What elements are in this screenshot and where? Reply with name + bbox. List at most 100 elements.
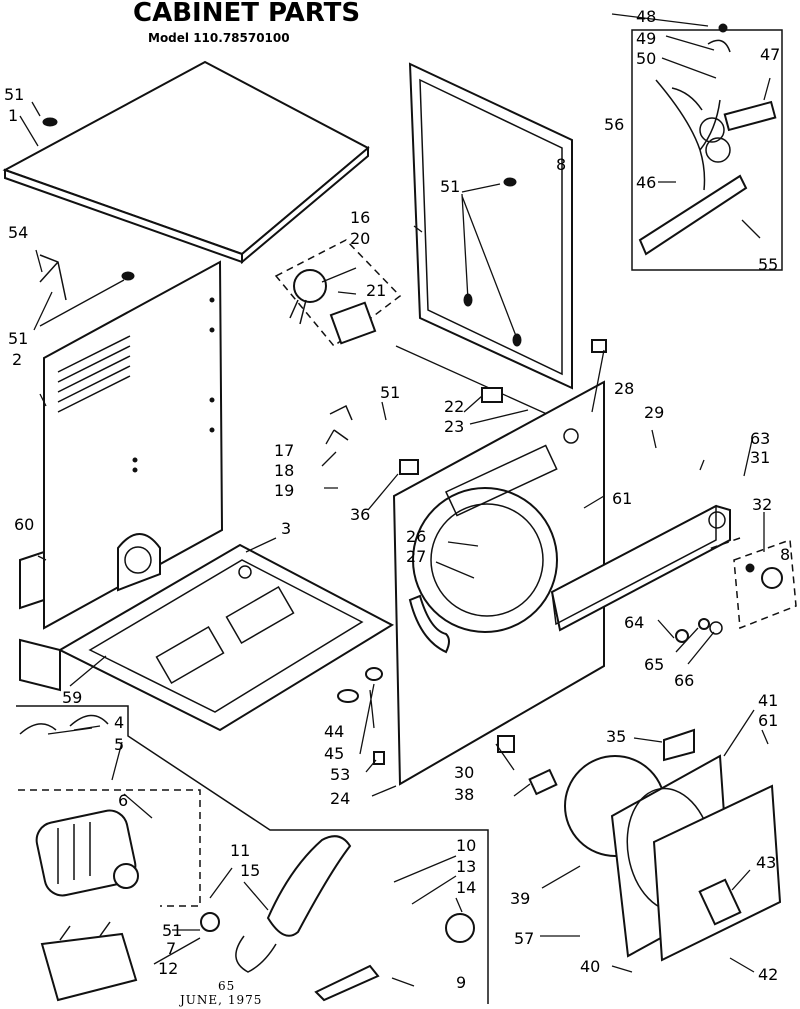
part-label: 16 bbox=[350, 208, 370, 227]
leveling-leg-icon bbox=[365, 667, 383, 681]
side-panel bbox=[43, 260, 224, 630]
bracket-icon bbox=[481, 387, 503, 403]
part-label: 40 bbox=[580, 957, 600, 976]
part-label: 63 bbox=[750, 429, 770, 448]
part-label: 6 bbox=[118, 791, 128, 810]
issue-date: JUNE, 1975 bbox=[178, 993, 262, 1007]
part-label: 31 bbox=[750, 448, 770, 467]
part-label: 22 bbox=[444, 397, 464, 416]
part-label: 41 bbox=[758, 691, 778, 710]
bracket-icon bbox=[663, 728, 695, 762]
switch-icon bbox=[497, 735, 515, 753]
part-label: 7 bbox=[166, 939, 176, 958]
part-label: 44 bbox=[324, 722, 344, 741]
toe-plate bbox=[19, 550, 61, 692]
part-label: 8 bbox=[556, 155, 566, 174]
power-cord-inset bbox=[631, 23, 783, 271]
part-label: 28 bbox=[614, 379, 634, 398]
idler-pulley-icon bbox=[445, 913, 475, 943]
part-label: 12 bbox=[158, 959, 178, 978]
screw-icon bbox=[503, 177, 517, 187]
switch-icon bbox=[528, 768, 558, 796]
part-label: 56 bbox=[604, 115, 624, 134]
spacer-icon bbox=[373, 751, 385, 765]
hinge-icon bbox=[591, 339, 607, 353]
part-label: 59 bbox=[62, 688, 82, 707]
date-code: 65 bbox=[218, 979, 235, 993]
part-label: 27 bbox=[406, 547, 426, 566]
part-label: 20 bbox=[350, 229, 370, 248]
part-label: 46 bbox=[636, 173, 656, 192]
drive-belt bbox=[235, 835, 352, 973]
part-label: 66 bbox=[674, 671, 694, 690]
part-label: 19 bbox=[274, 481, 294, 500]
part-label: 23 bbox=[444, 417, 464, 436]
screw-icon bbox=[121, 271, 135, 281]
part-label: 29 bbox=[644, 403, 664, 422]
part-label: 14 bbox=[456, 878, 476, 897]
part-label: 1 bbox=[8, 106, 18, 125]
part-label: 50 bbox=[636, 49, 656, 68]
nut-icon bbox=[675, 629, 689, 643]
part-label: 38 bbox=[454, 785, 474, 804]
part-label: 54 bbox=[8, 223, 28, 242]
part-label: 30 bbox=[454, 763, 474, 782]
clip-icon bbox=[39, 254, 67, 301]
motor-mount-icon bbox=[40, 921, 138, 1002]
top-panel bbox=[2, 60, 370, 265]
back-panel bbox=[408, 62, 573, 390]
clip-icon bbox=[329, 404, 353, 441]
idler-arm-icon bbox=[314, 964, 380, 1002]
motor-inset bbox=[16, 705, 489, 1004]
part-label: 32 bbox=[752, 495, 772, 514]
part-label: 61 bbox=[612, 489, 632, 508]
part-label: 24 bbox=[330, 789, 350, 808]
part-label: 3 bbox=[281, 519, 291, 538]
front-panel bbox=[392, 380, 605, 786]
part-label: 26 bbox=[406, 527, 426, 546]
part-label: 10 bbox=[456, 836, 476, 855]
part-label: 65 bbox=[644, 655, 664, 674]
screw-icon bbox=[42, 117, 58, 127]
motor-icon bbox=[35, 809, 139, 897]
part-label: 51 bbox=[4, 85, 24, 104]
part-label: 60 bbox=[14, 515, 34, 534]
part-label: 45 bbox=[324, 744, 344, 763]
part-label: 8 bbox=[780, 545, 790, 564]
part-label: 55 bbox=[758, 255, 778, 274]
part-label: 4 bbox=[114, 713, 124, 732]
bracket-icon bbox=[399, 459, 419, 475]
part-label: 57 bbox=[514, 929, 534, 948]
part-label: 51 bbox=[440, 177, 460, 196]
part-label: 53 bbox=[330, 765, 350, 784]
ring-icon bbox=[709, 621, 723, 635]
control-console bbox=[550, 504, 731, 632]
part-label: 51 bbox=[380, 383, 400, 402]
part-label: 11 bbox=[230, 841, 250, 860]
pulley-icon bbox=[200, 912, 220, 932]
part-label: 5 bbox=[114, 735, 124, 754]
side-panel-vent-opening bbox=[117, 533, 161, 592]
part-label: 47 bbox=[760, 45, 780, 64]
part-label: 51 bbox=[162, 921, 182, 940]
timer-group bbox=[274, 239, 402, 348]
part-labels: 51 1 54 51 2 60 59 3 16 20 21 51 56 8 48… bbox=[4, 7, 790, 992]
drum-bulkhead bbox=[564, 754, 782, 962]
leveling-leg-icon bbox=[337, 689, 359, 703]
part-label: 35 bbox=[606, 727, 626, 746]
part-label: 21 bbox=[366, 281, 386, 300]
part-label: 64 bbox=[624, 613, 644, 632]
part-label: 18 bbox=[274, 461, 294, 480]
leader-lines bbox=[19, 13, 771, 987]
part-label: 2 bbox=[12, 350, 22, 369]
part-label: 13 bbox=[456, 857, 476, 876]
part-label: 49 bbox=[636, 29, 656, 48]
screw-icon bbox=[512, 333, 522, 347]
part-label: 43 bbox=[756, 853, 776, 872]
knob-inset bbox=[733, 538, 797, 630]
part-label: 9 bbox=[456, 973, 466, 992]
part-label: 15 bbox=[240, 861, 260, 880]
diagram-title: CABINET PARTS bbox=[133, 0, 360, 28]
base-panel bbox=[57, 543, 395, 732]
